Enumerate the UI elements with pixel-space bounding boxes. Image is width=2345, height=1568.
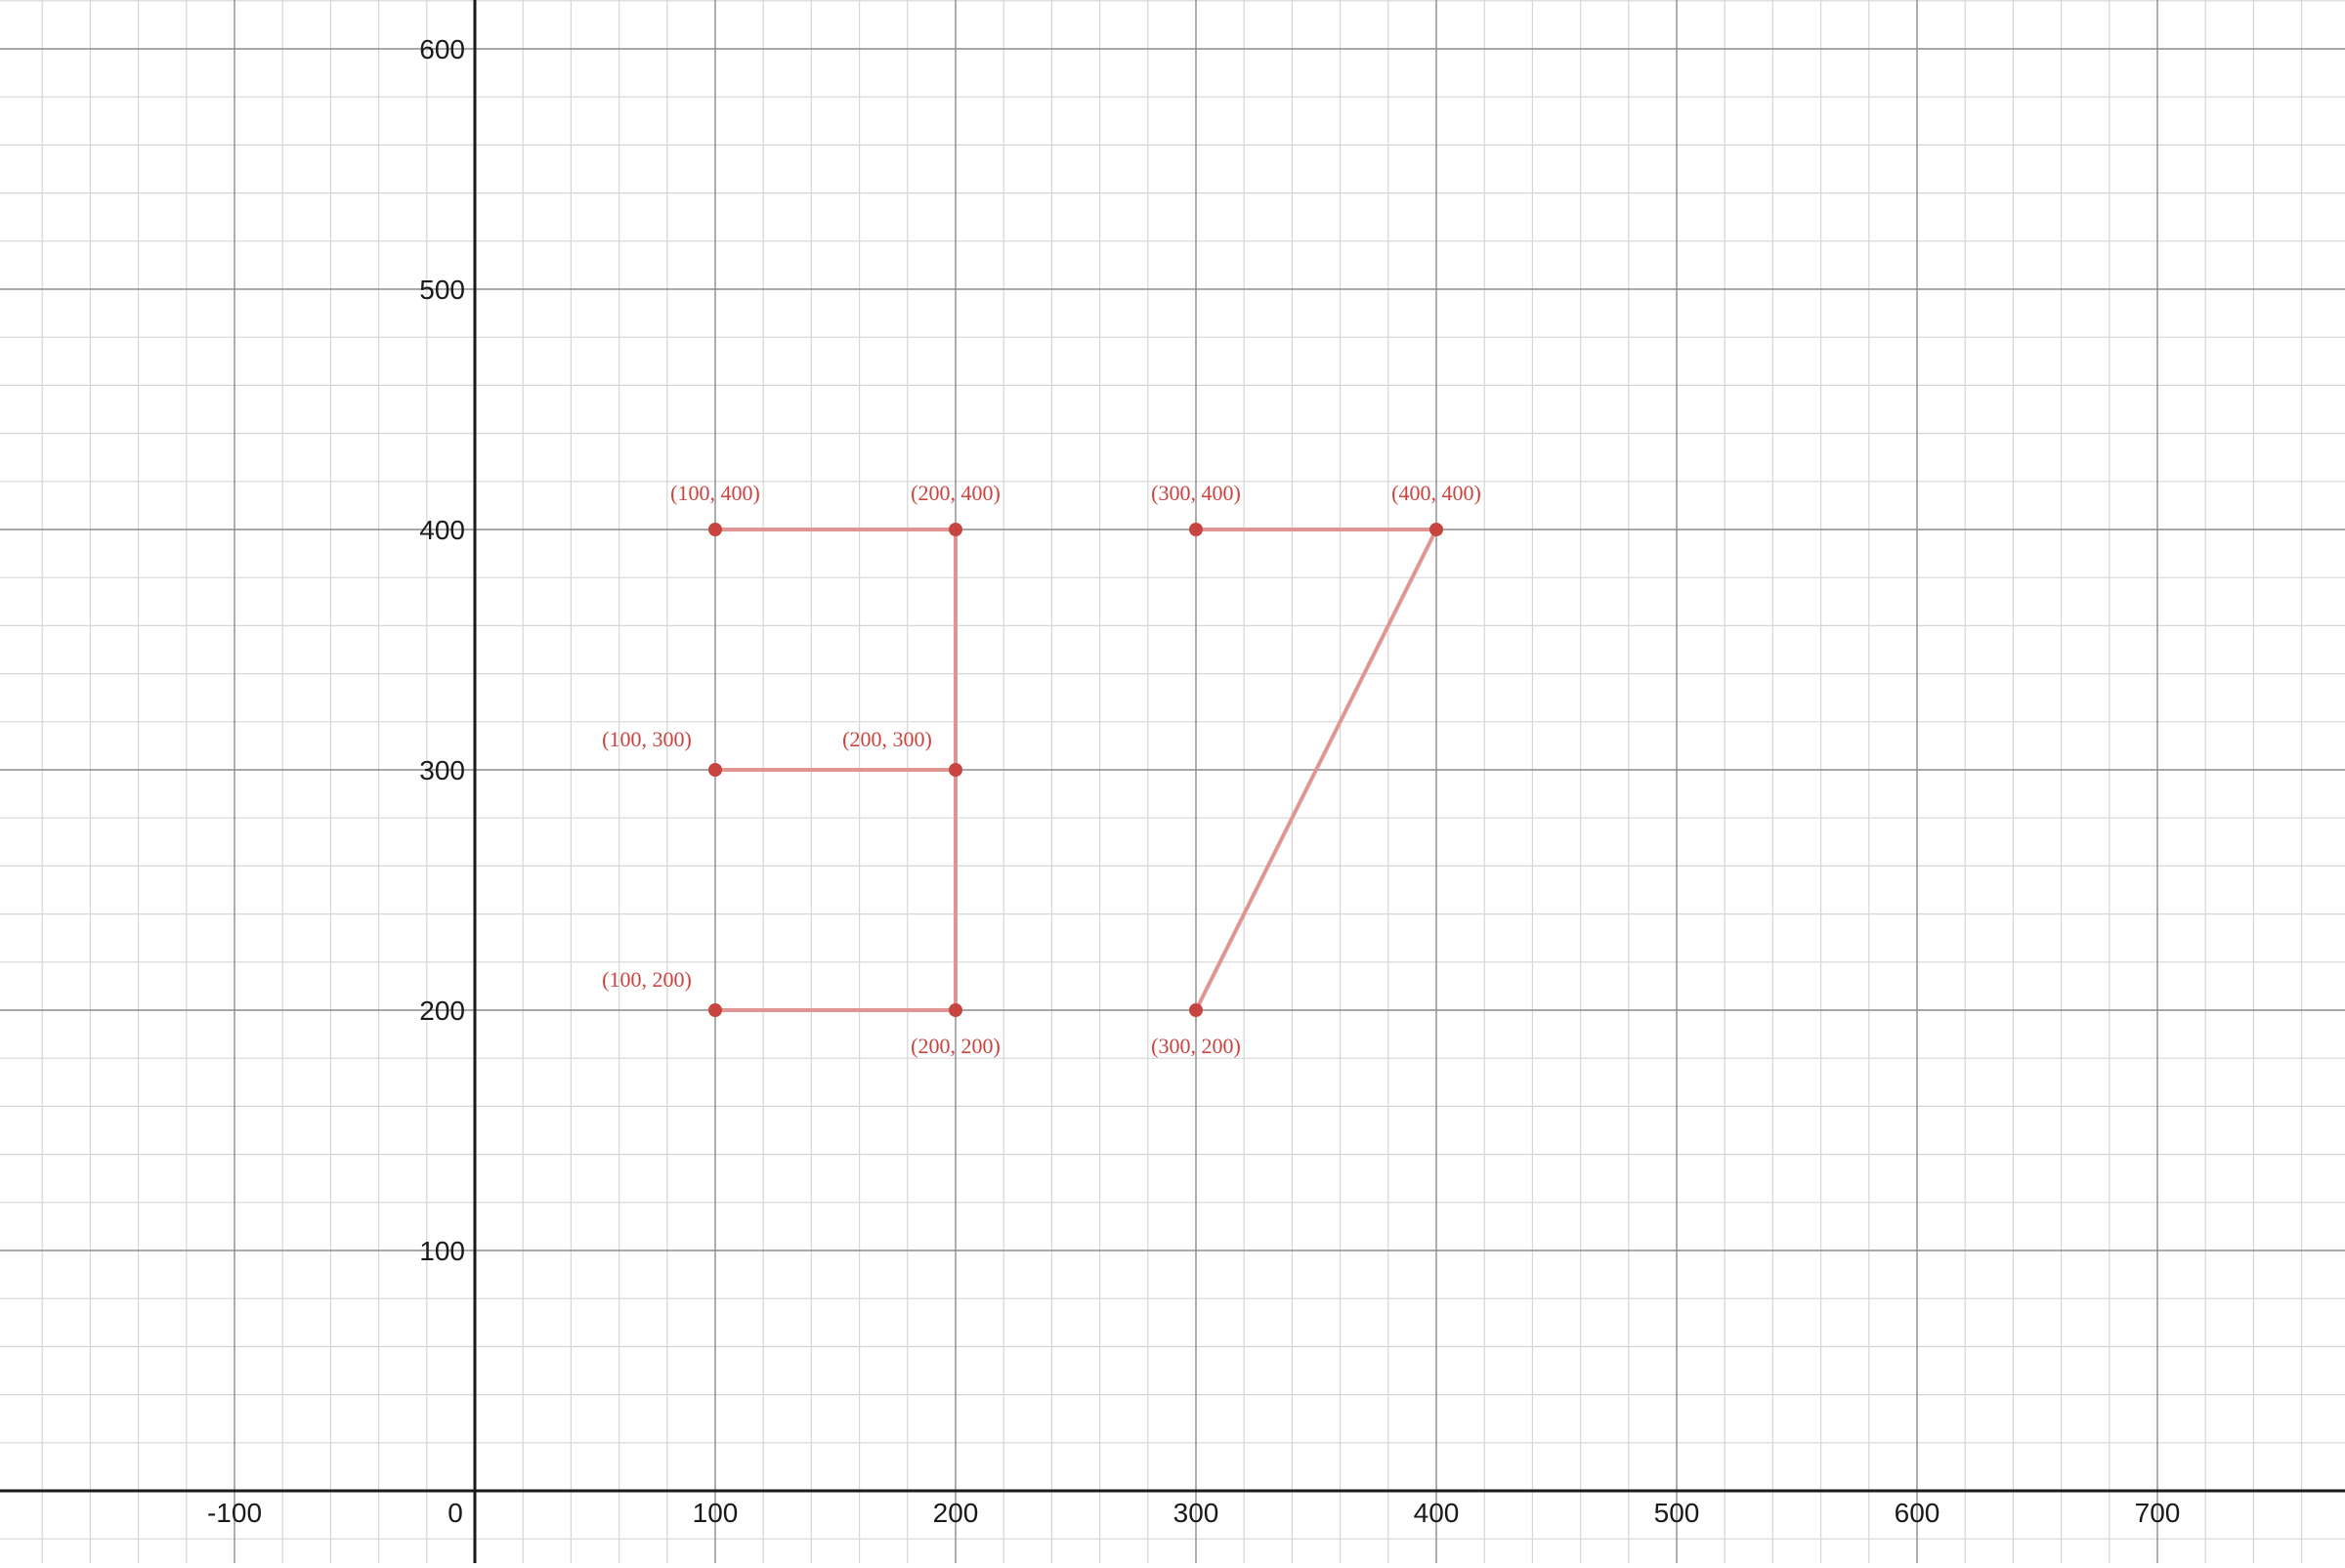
data-point[interactable]: [708, 1003, 722, 1017]
x-tick-label: 0: [448, 1498, 463, 1528]
x-tick-label: 400: [1414, 1498, 1460, 1528]
x-tick-label: 100: [693, 1498, 739, 1528]
y-tick-label: 300: [419, 755, 465, 785]
data-point[interactable]: [949, 523, 962, 536]
data-point[interactable]: [1429, 523, 1443, 536]
x-tick-label: 300: [1173, 1498, 1219, 1528]
y-tick-label: 500: [419, 275, 465, 305]
point-label: (300, 400): [1151, 481, 1241, 505]
tick-labels: -100 0 100 200 300 400 500 600 700 100 200 300 400 50…: [207, 34, 2180, 1528]
x-tick-label: 500: [1654, 1498, 1700, 1528]
point-label: (100, 400): [670, 481, 760, 505]
point-label: (200, 400): [911, 481, 1001, 505]
point-label: (100, 200): [602, 967, 692, 992]
data-point[interactable]: [1189, 523, 1203, 536]
point-label: (200, 300): [842, 727, 932, 751]
x-tick-label: -100: [207, 1498, 262, 1528]
point-label: (200, 200): [911, 1034, 1001, 1058]
y-tick-label: 200: [419, 996, 465, 1026]
data-point[interactable]: [708, 763, 722, 777]
data-point[interactable]: [1189, 1003, 1203, 1017]
y-tick-label: 100: [419, 1236, 465, 1266]
y-tick-label: 400: [419, 515, 465, 545]
x-tick-label: 600: [1895, 1498, 1940, 1528]
data-point[interactable]: [708, 523, 722, 536]
point-label: (400, 400): [1391, 481, 1481, 505]
point-labels: (100, 400) (200, 400) (300, 400) (400, 400)…: [602, 481, 1481, 1058]
point-label: (100, 300): [602, 727, 692, 751]
y-tick-label: 600: [419, 34, 465, 64]
x-tick-label: 700: [2135, 1498, 2181, 1528]
point-label: (300, 200): [1151, 1034, 1241, 1058]
points: [708, 523, 1443, 1017]
data-point[interactable]: [949, 1003, 962, 1017]
line-segment: [1194, 528, 1438, 1012]
x-tick-label: 200: [933, 1498, 979, 1528]
data-point[interactable]: [949, 763, 962, 777]
